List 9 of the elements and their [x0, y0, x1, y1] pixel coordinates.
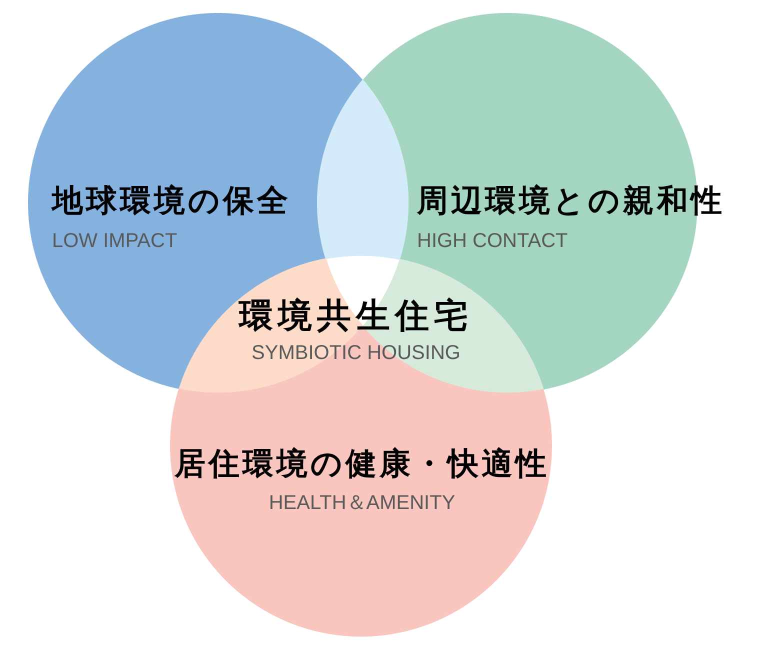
venn-heading: 周辺環境との親和性: [417, 186, 725, 217]
venn-subtitle: HEALTH＆AMENITY: [268, 493, 456, 514]
overlap-region: [317, 80, 408, 259]
venn-subtitle: HIGH CONTACT: [417, 230, 568, 250]
center-subtitle: SYMBIOTIC HOUSING: [252, 343, 460, 363]
venn-heading: 地球環境の保全: [52, 186, 291, 217]
venn-heading: 居住環境の健康・快適性: [174, 448, 550, 480]
center-heading: 環境共生住宅: [239, 299, 473, 333]
venn-subtitle: LOW IMPACT: [52, 230, 178, 250]
